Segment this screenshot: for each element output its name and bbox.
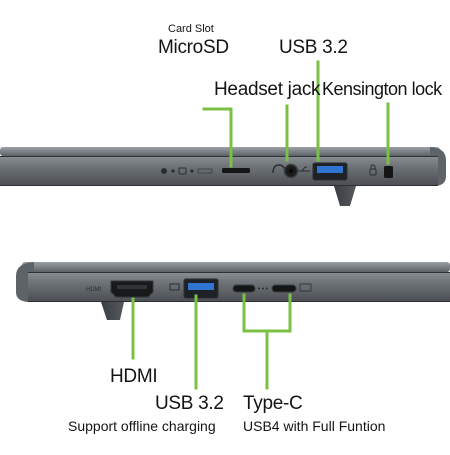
headset-jack-label: Headset jack (214, 79, 321, 100)
kensington-lock-label: Kensington lock (322, 79, 442, 99)
top-laptop-side (0, 60, 446, 206)
usb-offline-charging-label: Support offline charging (68, 418, 216, 434)
microsd-slot (222, 168, 250, 173)
bottom-laptop-lid (22, 262, 450, 272)
card-slot-caption: Card Slot (168, 23, 214, 35)
top-laptop-body (0, 156, 438, 186)
usb4-icon (299, 283, 312, 292)
microsd-callout (202, 107, 233, 168)
top-laptop-lid (0, 147, 440, 156)
top-callout-lines (202, 60, 390, 168)
charging-icon (169, 283, 180, 291)
bottom-callout-lines (131, 293, 292, 390)
top-laptop-foot (334, 186, 356, 206)
usb4-full-function-label: USB4 with Full Funtion (243, 418, 386, 434)
type-c-port-1 (232, 284, 256, 293)
usb-a-port-top-tongue (317, 166, 343, 173)
bottom-laptop-foot (101, 302, 124, 320)
hdmi-label: HDMI (110, 366, 158, 387)
usb-top-label: USB 3.2 (279, 37, 348, 58)
lock-icon (369, 164, 377, 176)
bottom-laptop-side: HDMI (16, 262, 450, 390)
usb-symbol-icon (298, 166, 310, 172)
microsd-label: MicroSD (158, 37, 229, 58)
type-c-port-2 (271, 284, 297, 293)
usb-a-port-bottom-tongue (188, 283, 214, 290)
hdmi-engraving: HDMI (86, 287, 102, 293)
type-c-label: Type-C (243, 393, 303, 414)
status-indicator-icons (161, 167, 213, 175)
usb-bottom-label: USB 3.2 (155, 393, 224, 414)
kensington-lock-slot (384, 166, 393, 178)
type-c-port-1-dots-icon (258, 287, 268, 290)
